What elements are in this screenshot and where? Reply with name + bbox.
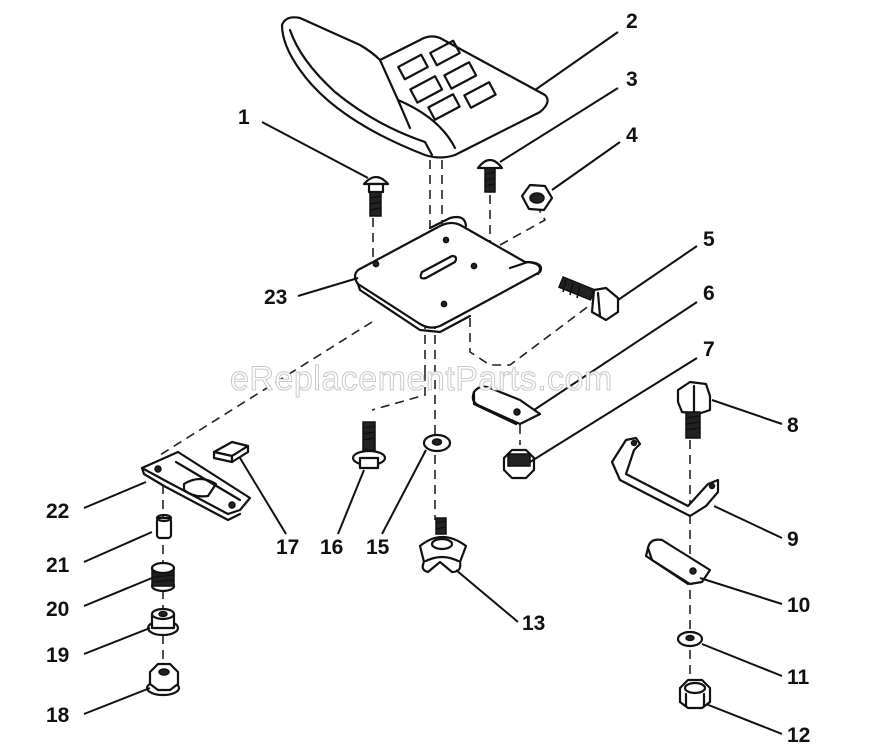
flange-nut-left — [145, 662, 181, 697]
callout-3: 3 — [626, 68, 638, 91]
seat-bracket — [353, 215, 543, 334]
callout-9: 9 — [787, 528, 799, 551]
callout-1: 1 — [238, 106, 250, 129]
callout-16: 16 — [320, 536, 343, 559]
hex-nut — [520, 183, 554, 212]
flat-washer-right — [676, 630, 704, 648]
hex-bolt — [558, 276, 620, 322]
seat — [280, 16, 549, 159]
callout-17: 17 — [276, 536, 299, 559]
callout-23: 23 — [264, 286, 287, 309]
key-block — [212, 440, 250, 464]
lock-nut-right — [678, 678, 712, 710]
flange-nut — [502, 448, 536, 480]
callout-4: 4 — [626, 124, 638, 147]
carriage-bolt — [362, 175, 390, 217]
flat-washer-center — [422, 433, 452, 453]
callout-6: 6 — [703, 282, 715, 305]
callout-18: 18 — [46, 704, 70, 727]
callout-13: 13 — [522, 612, 545, 635]
callout-8: 8 — [787, 414, 799, 437]
bushing — [146, 607, 180, 637]
callout-11: 11 — [787, 666, 810, 689]
bent-bracket — [610, 436, 720, 518]
adjustment-knob — [418, 517, 468, 574]
round-head-screw — [476, 158, 504, 193]
callout-5: 5 — [703, 228, 715, 251]
callout-7: 7 — [703, 338, 715, 361]
spring-clip — [644, 538, 712, 586]
watermark: eReplacementParts.com — [230, 360, 613, 398]
callout-12: 12 — [787, 724, 810, 747]
callout-15: 15 — [366, 536, 390, 559]
callout-labels: 1 2 3 4 5 6 7 8 9 10 11 12 13 15 16 17 1… — [46, 10, 810, 747]
clip-bracket — [471, 385, 542, 426]
shoulder-bolt — [351, 421, 387, 470]
hex-bolt-vertical — [676, 380, 712, 439]
callout-19: 19 — [46, 644, 69, 667]
leader-lines — [83, 31, 783, 735]
callout-22: 22 — [46, 500, 69, 523]
callout-2: 2 — [626, 10, 638, 33]
callout-20: 20 — [46, 598, 69, 621]
callout-21: 21 — [46, 554, 70, 577]
slide-plate — [140, 450, 252, 522]
callout-10: 10 — [787, 594, 810, 617]
pin — [155, 513, 173, 540]
spring — [150, 561, 176, 593]
